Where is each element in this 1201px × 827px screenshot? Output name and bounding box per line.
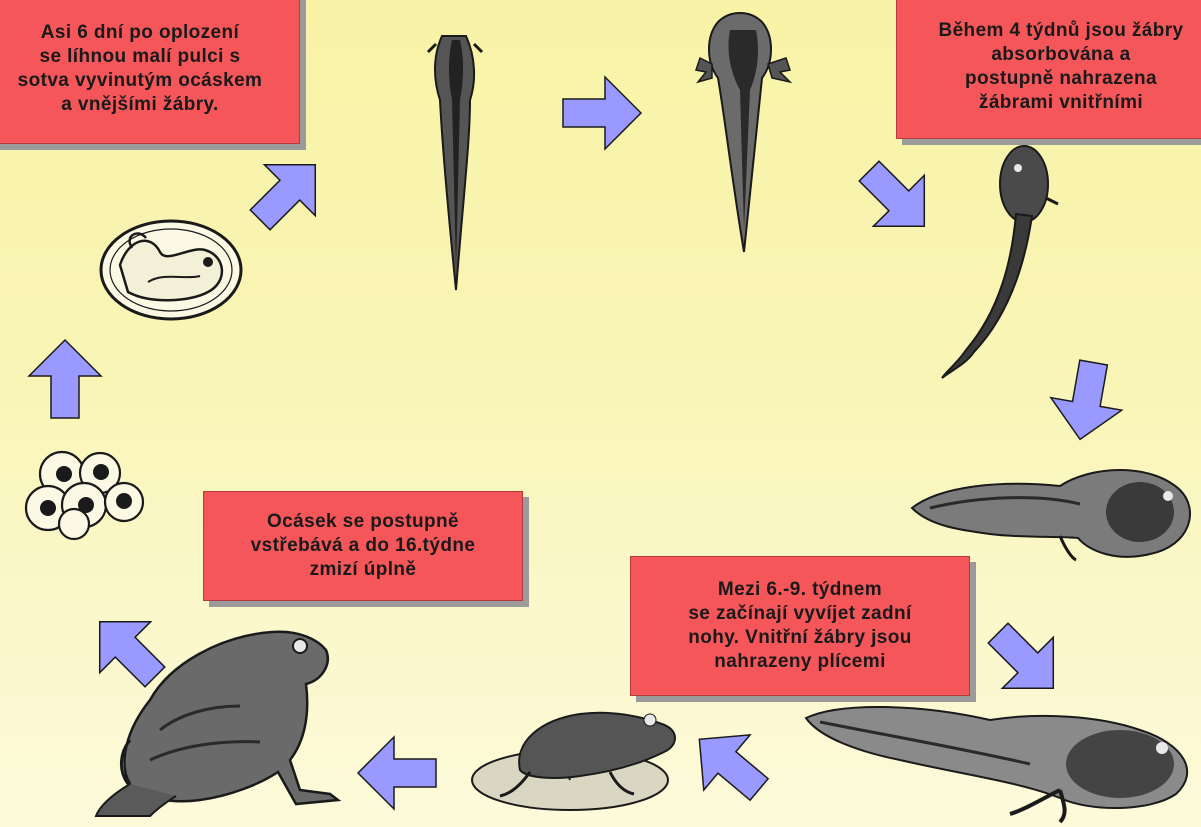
- external-gills-tadpole-icon: [696, 13, 790, 252]
- cycle-arrow-icon: [29, 340, 101, 418]
- cycle-arrow-icon: [235, 139, 341, 245]
- hind-legs-tadpole-icon: [806, 707, 1187, 822]
- tail-absorption-note: Ocásek se postupně vstřebává a do 16.týd…: [203, 491, 523, 601]
- tail-absorption-note-text: Ocásek se postupně vstřebává a do 16.týd…: [251, 510, 476, 582]
- cycle-arrow-icon: [676, 712, 782, 817]
- gills-note: Během 4 týdnů jsou žábry absorbována a p…: [896, 0, 1201, 139]
- hind-legs-note: Mezi 6.-9. týdnem se začínají vyvíjet za…: [630, 556, 970, 696]
- cycle-arrow-icon: [973, 608, 1079, 714]
- cycle-arrow-icon: [844, 146, 950, 252]
- frog-eggs-icon: [26, 452, 143, 539]
- froglet-on-lily-pad-icon: [472, 713, 675, 810]
- embryo-in-egg-icon: [101, 221, 241, 319]
- cycle-arrow-icon: [563, 77, 641, 149]
- hind-legs-note-text: Mezi 6.-9. týdnem se začínají vyvíjet za…: [688, 578, 912, 674]
- internal-gills-tadpole-icon: [942, 146, 1058, 378]
- cycle-arrow-icon: [358, 737, 436, 809]
- hatchling-tadpole-icon: [428, 36, 482, 290]
- cycle-arrow-icon: [1045, 356, 1129, 445]
- hatching-note: Asi 6 dní po oplození se líhnou malí pul…: [0, 0, 300, 144]
- tadpole-icon: [912, 470, 1190, 560]
- gills-note-text: Během 4 týdnů jsou žábry absorbována a p…: [938, 19, 1183, 115]
- hatching-note-text: Asi 6 dní po oplození se líhnou malí pul…: [18, 21, 263, 117]
